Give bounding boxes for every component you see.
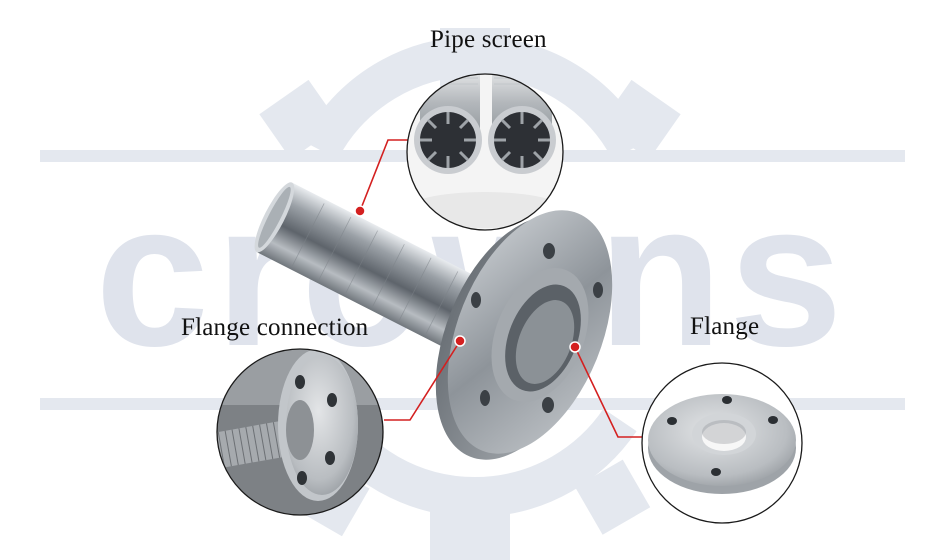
label-flange: Flange bbox=[690, 313, 760, 340]
leader-line-pipe-screen bbox=[359, 139, 408, 212]
label-flange-connection: Flange connection bbox=[181, 314, 369, 341]
leader-lines bbox=[359, 139, 642, 438]
pipe-with-flange bbox=[254, 182, 613, 460]
anchor-dot-flange bbox=[569, 341, 581, 353]
leader-line-flange bbox=[574, 346, 642, 438]
callout-flange-image bbox=[641, 362, 803, 524]
callout-pipe-screen-image bbox=[406, 73, 564, 231]
anchor-dot-pipe-screen bbox=[354, 205, 366, 217]
label-pipe-screen: Pipe screen bbox=[430, 26, 547, 53]
leader-line-flange-connection bbox=[384, 340, 461, 421]
anchor-dots bbox=[354, 205, 581, 353]
anchor-dot-flange-connection bbox=[454, 335, 466, 347]
callout-flange-connection-image bbox=[216, 348, 384, 516]
